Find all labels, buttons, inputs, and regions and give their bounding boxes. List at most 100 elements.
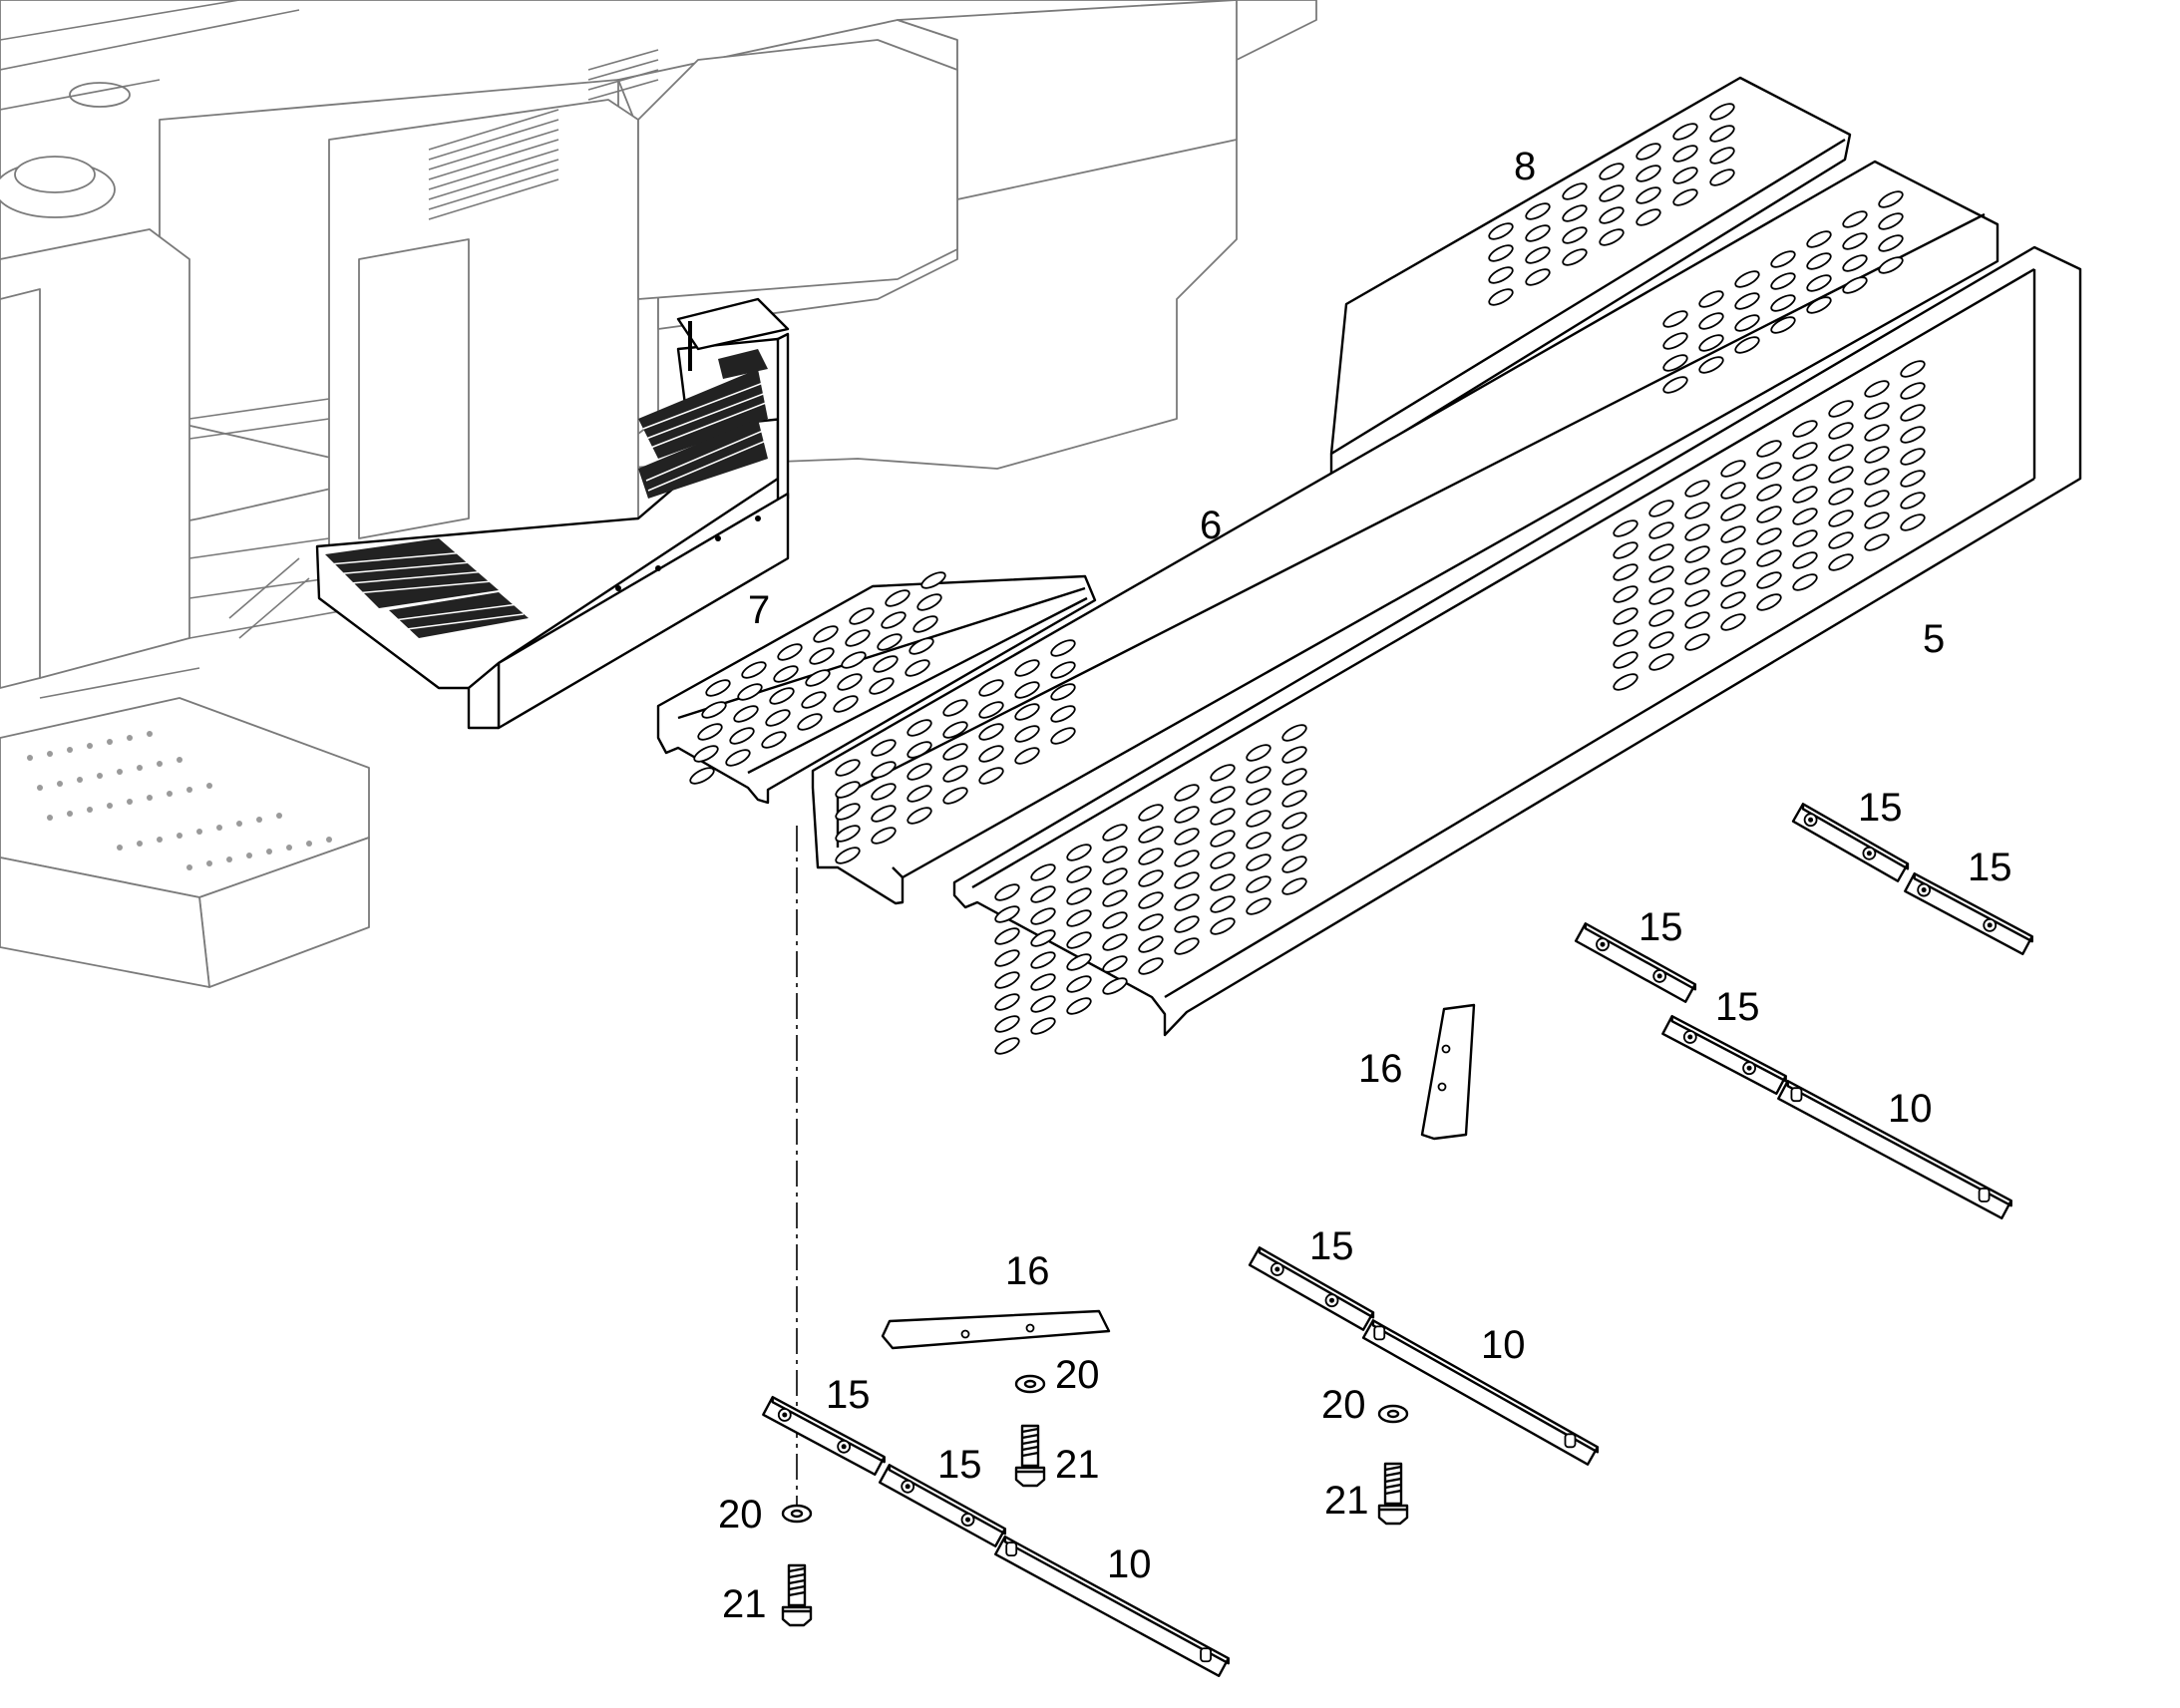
part-16-bracket-flat: [881, 1309, 1111, 1350]
perforation-hole: [905, 659, 930, 677]
machine-context: [0, 0, 1317, 988]
perforation-hole: [1756, 506, 1782, 523]
perforation-hole: [1828, 488, 1854, 506]
perforation-hole: [1102, 846, 1128, 863]
perforation-hole: [1684, 523, 1710, 541]
perforation-hole: [907, 785, 932, 803]
perforation-hole: [1828, 422, 1854, 440]
perforation-hole: [1030, 885, 1056, 903]
part-10-strip: [1777, 1079, 2012, 1220]
perforation-hole: [1066, 931, 1092, 949]
perforation-hole: [1864, 468, 1890, 486]
perforation-hole: [725, 749, 751, 767]
perforation-hole: [1648, 500, 1674, 517]
perforation-hole: [1648, 521, 1674, 539]
perforation-hole: [871, 739, 897, 757]
perforation-hole: [705, 679, 731, 697]
perforation-hole: [1635, 208, 1661, 226]
perforation-hole: [994, 1037, 1020, 1055]
perforation-hole: [1138, 957, 1164, 975]
perforation-hole: [1613, 673, 1638, 691]
perforation-hole: [835, 825, 861, 843]
perforation-hole: [1635, 143, 1661, 161]
perforation-hole: [833, 695, 859, 713]
callout-21-b: 21: [1324, 1479, 1369, 1523]
callout-20-b: 20: [1321, 1383, 1366, 1427]
perforation-hole: [1281, 790, 1307, 808]
part-20-washer: [1014, 1374, 1046, 1394]
part-15-strip: [1574, 922, 1697, 1003]
perforation-hole: [1720, 460, 1746, 478]
perforation-hole: [741, 661, 767, 679]
perforation-hole: [1806, 274, 1832, 292]
callout-16-b: 16: [1005, 1249, 1050, 1293]
perforation-hole: [1030, 929, 1056, 947]
perforation-hole: [908, 637, 934, 655]
perforation-hole: [942, 743, 968, 761]
perforation-hole: [701, 701, 727, 719]
perforation-hole: [1210, 786, 1236, 804]
part-21-bolt: [1014, 1424, 1046, 1488]
perforation-hole: [1174, 915, 1200, 933]
perforation-hole: [1613, 541, 1638, 559]
machine-walkway: [315, 297, 790, 730]
perforation-hole: [1138, 826, 1164, 844]
callout-15-b: 15: [1968, 846, 2012, 889]
perforation-hole: [1698, 334, 1724, 352]
perforation-hole: [994, 927, 1020, 945]
perforation-hole: [873, 655, 899, 673]
perforation-hole: [1246, 810, 1272, 828]
perforation-hole: [1709, 103, 1735, 121]
perforation-hole: [1014, 725, 1040, 743]
stud: [1005, 1541, 1018, 1556]
perforation-hole: [1864, 424, 1890, 442]
perforation-hole: [1900, 426, 1926, 444]
perforation-hole: [733, 705, 759, 723]
perforation-hole: [1734, 292, 1760, 310]
perforation-hole: [1246, 854, 1272, 871]
perforation-hole: [1174, 828, 1200, 846]
callout-15-d: 15: [1715, 985, 1760, 1029]
perforation-hole: [907, 741, 932, 759]
perforation-hole: [1030, 1017, 1056, 1035]
perforation-hole: [1828, 400, 1854, 418]
perforation-hole: [1599, 184, 1625, 202]
perforation-hole: [1684, 589, 1710, 607]
perforation-hole: [1720, 591, 1746, 609]
perforation-hole: [1792, 420, 1818, 438]
perforation-hole: [1066, 997, 1092, 1015]
perforation-hole: [797, 713, 823, 731]
perforation-hole: [1684, 502, 1710, 519]
callout-8: 8: [1514, 145, 1536, 188]
perforation-hole: [1138, 935, 1164, 953]
perforation-hole: [845, 629, 871, 647]
perforation-hole: [942, 699, 968, 717]
perforation-hole: [1720, 525, 1746, 543]
perforation-hole: [1525, 202, 1551, 220]
perforation-hole: [1050, 661, 1076, 679]
perforation-hole: [837, 673, 863, 691]
callout-16-a: 16: [1358, 1047, 1403, 1091]
part-20-washer: [1377, 1404, 1409, 1424]
callout-6: 6: [1200, 504, 1222, 547]
perforation-hole: [1246, 897, 1272, 915]
part-8-walk-plate: [1329, 76, 1852, 479]
perforation-hole: [871, 805, 897, 823]
perforation-hole: [1246, 744, 1272, 762]
perforation-hole: [912, 615, 938, 633]
perforation-hole: [697, 723, 723, 741]
perforation-hole: [1014, 681, 1040, 699]
perforation-hole: [1828, 531, 1854, 549]
perforation-hole: [1648, 543, 1674, 561]
perforation-hole: [1102, 955, 1128, 973]
perforation-hole: [1672, 123, 1698, 141]
perforation-hole: [1662, 310, 1688, 328]
perforation-hole: [1613, 629, 1638, 647]
stud: [1564, 1433, 1577, 1449]
callout-15-e: 15: [1309, 1224, 1354, 1268]
perforation-hole: [920, 571, 946, 589]
stud: [1978, 1188, 1991, 1202]
perforation-hole: [1900, 492, 1926, 510]
perforation-hole: [835, 803, 861, 821]
